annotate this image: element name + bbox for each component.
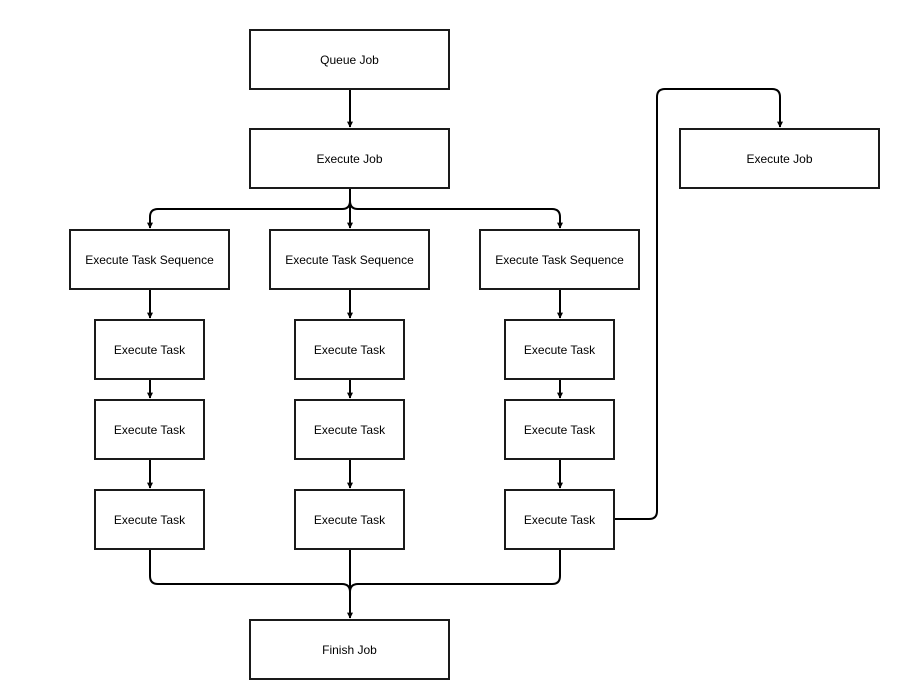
edge-task-3-3-to-finish [349, 550, 561, 593]
edge-task-3-3-to-execute-job-2 [615, 88, 783, 520]
node-execute-task-3-1: Execute Task [504, 319, 615, 380]
node-execute-job-2: Execute Job [679, 128, 880, 189]
node-execute-task-3-2: Execute Task [504, 399, 615, 460]
node-label: Execute Task [113, 422, 186, 437]
edge-task-1-3-to-finish [149, 550, 351, 593]
node-label: Execute Task [113, 342, 186, 357]
node-label: Execute Task Sequence [285, 252, 414, 267]
node-execute-task-2-2: Execute Task [294, 399, 405, 460]
node-label: Execute Task [113, 512, 186, 527]
node-label: Execute Task [523, 422, 596, 437]
node-execute-task-sequence-3: Execute Task Sequence [479, 229, 640, 290]
node-execute-job: Execute Job [249, 128, 450, 189]
node-label: Execute Task [523, 512, 596, 527]
node-label: Execute Task [313, 512, 386, 527]
node-label: Queue Job [320, 52, 379, 67]
node-label: Execute Task [313, 422, 386, 437]
node-label: Execute Job [746, 151, 813, 166]
node-finish-job: Finish Job [249, 619, 450, 680]
node-label: Execute Task Sequence [495, 252, 624, 267]
node-execute-task-1-3: Execute Task [94, 489, 205, 550]
node-label: Execute Job [316, 151, 383, 166]
node-label: Execute Task Sequence [85, 252, 214, 267]
node-execute-task-sequence-2: Execute Task Sequence [269, 229, 430, 290]
node-label: Finish Job [322, 642, 377, 657]
node-queue-job: Queue Job [249, 29, 450, 90]
node-execute-task-2-1: Execute Task [294, 319, 405, 380]
edge-job-to-seq-3 [349, 200, 563, 229]
node-label: Execute Task [313, 342, 386, 357]
node-execute-task-2-3: Execute Task [294, 489, 405, 550]
node-execute-task-1-2: Execute Task [94, 399, 205, 460]
node-execute-task-sequence-1: Execute Task Sequence [69, 229, 230, 290]
node-label: Execute Task [523, 342, 596, 357]
edge-job-to-seq-1 [147, 189, 351, 229]
node-execute-task-1-1: Execute Task [94, 319, 205, 380]
node-execute-task-3-3: Execute Task [504, 489, 615, 550]
